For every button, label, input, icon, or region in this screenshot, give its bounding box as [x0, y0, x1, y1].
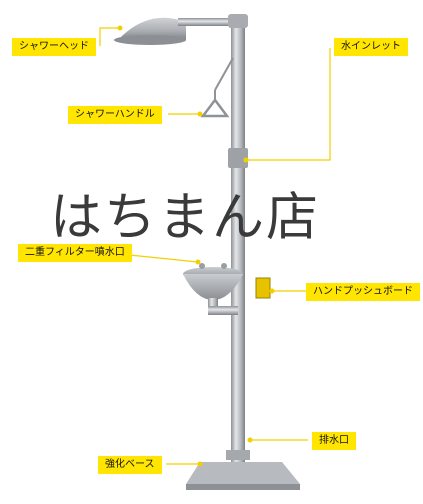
main-pipe [231, 18, 245, 466]
hand-push-board [255, 277, 271, 299]
store-watermark: はちまん店 [50, 188, 321, 248]
shower-head [114, 17, 240, 45]
dual-filter-nozzle-label: 二重フィルター噴水口 [18, 244, 132, 262]
shower-handle-label: シャワーハンドル [68, 106, 162, 124]
base [186, 450, 300, 490]
base-label: 強化ベース [98, 456, 162, 474]
pipe-coupling [228, 148, 248, 168]
pipe-elbow [228, 14, 248, 28]
shower-handle [200, 57, 234, 118]
drain-label: 排水口 [312, 432, 356, 450]
leader-lines [99, 27, 331, 465]
water-inlet-label: 水インレット [334, 38, 408, 56]
leader-dots [117, 25, 275, 467]
eyewash-bowl [183, 263, 243, 315]
push-board-label: ハンドプッシュボード [306, 283, 420, 301]
shower-head-label: シャワーヘッド [12, 38, 96, 56]
